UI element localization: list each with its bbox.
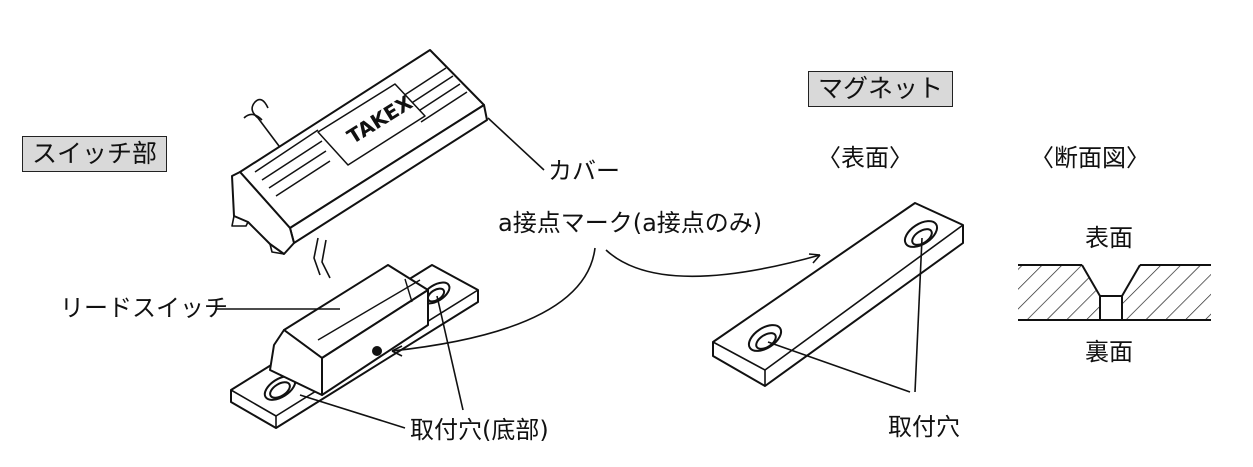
back-face-label: 裏面 [1085,338,1133,366]
a-contact-mark-label: a接点マーク(a接点のみ) [498,209,763,237]
leader-mount-hole-bottom-2 [436,295,464,411]
cross-section-view-title: 〈断面図〉 [1030,144,1150,172]
leader-cover [487,117,545,171]
switch-body-illustration [230,237,479,429]
leader-mount-hole-1 [767,341,911,393]
leader-mount-hole-2 [914,237,923,393]
cross-section-illustration [1018,264,1211,321]
cover-label: カバー [548,157,620,185]
reed-switch-label: リードスイッチ [60,294,228,322]
leader-mount-hole-bottom-1 [299,394,406,429]
leader-a-contact-switch [391,247,596,352]
switch-part-title: スイッチ部 [22,136,168,172]
leader-lines [215,117,923,429]
cover-illustration: TAKEX [231,49,488,255]
front-face-label: 表面 [1085,224,1133,252]
mount-hole-label: 取付穴 [888,413,960,441]
a-contact-mark-dot [372,346,382,356]
surface-view-title: 〈表面〉 [817,144,913,172]
leader-a-contact-magnet [605,249,821,278]
magnet-title: マグネット [808,71,954,107]
mount-hole-bottom-label: 取付穴(底部) [410,416,549,444]
